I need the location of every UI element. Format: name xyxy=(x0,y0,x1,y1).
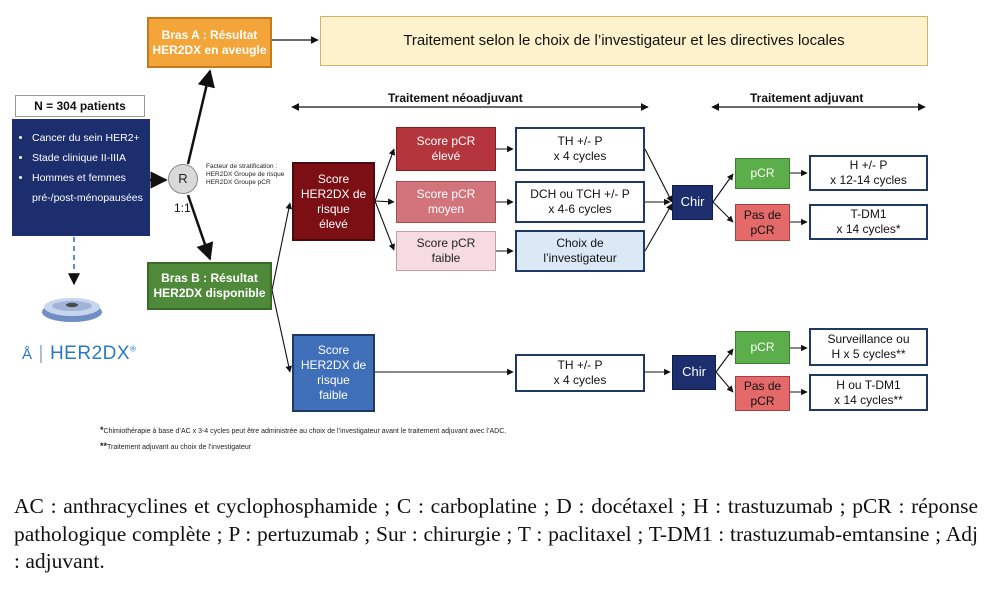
high-risk-box: Score HER2DX de risque élevé xyxy=(292,162,375,241)
pcr-box-high: pCR xyxy=(735,158,790,189)
adjuvant-h-box: H +/- P x 12-14 cycles xyxy=(809,155,928,191)
her2dx-logo: Å|HER2DX® xyxy=(22,343,137,364)
abbreviations-legend: AC : anthracyclines et cyclophosphamide … xyxy=(14,494,978,574)
criterion-her2: Cancer du sein HER2+ xyxy=(32,132,144,145)
pcr-score-low-box: Score pCR faible xyxy=(396,231,496,271)
arm-a-treatment-box: Traitement selon le choix de l’investiga… xyxy=(320,16,928,66)
r-to-arm-b-arrow xyxy=(186,194,214,261)
adjuvant-tdm1-box: T-DM1 x 14 cycles* xyxy=(809,204,928,240)
high-to-pcr-high xyxy=(374,148,396,202)
flow-connectors xyxy=(68,36,926,396)
chir-to-pcr-low xyxy=(715,348,734,373)
randomization-ratio: 1:1 xyxy=(174,201,191,215)
stratification-note: Facteur de stratification : HER2DX Group… xyxy=(206,163,285,187)
adjuvant-header: Traitement adjuvant xyxy=(750,91,864,105)
logo-mark-icon: Å xyxy=(22,346,33,363)
criterion-stage: Stade clinique II-IIIA xyxy=(32,152,144,165)
treatment-dch-box: DCH ou TCH +/- P x 4-6 cycles xyxy=(515,181,645,223)
high-to-pcr-low xyxy=(374,200,395,251)
criterion-sex: Hommes et femmes xyxy=(32,172,144,185)
adjuvant-surveillance-box: Surveillance ou H x 5 cycles** xyxy=(809,328,928,366)
low-risk-box: Score HER2DX de risque faible xyxy=(292,334,375,412)
pcr-score-moderate-box: Score pCR moyen xyxy=(396,181,496,223)
footnote-2: **Traitement adjuvant au choix de l’inve… xyxy=(100,441,252,451)
treatment-th-box: TH +/- P x 4 cycles xyxy=(515,127,645,171)
criterion-menopause: pré-/post-ménopausées xyxy=(32,192,143,205)
chir-to-nopcr-low xyxy=(715,371,734,393)
adjuvant-h-tdm1-box: H ou T-DM1 x 14 cycles** xyxy=(809,374,928,411)
surgery-box-low: Chir xyxy=(672,355,716,390)
arm-b-to-high-arrow xyxy=(271,202,293,291)
treatment-investigator-box: Choix de l’investigateur xyxy=(515,230,645,272)
neoadjuvant-header: Traitement néoadjuvant xyxy=(388,91,523,105)
surgery-box-high: Chir xyxy=(672,185,713,220)
pcr-score-high-box: Score pCR élevé xyxy=(396,127,496,171)
treatment-th-low-box: TH +/- P x 4 cycles xyxy=(515,354,645,392)
patient-count: N = 304 patients xyxy=(15,95,145,117)
r-to-arm-a-arrow xyxy=(186,69,215,165)
no-pcr-box-high: Pas de pCR xyxy=(735,204,790,241)
arm-a-box: Bras A : Résultat HER2DX en aveugle xyxy=(147,17,272,68)
treat-high-to-chir xyxy=(644,148,673,203)
inclusion-criteria-box: Cancer du sein HER2+ Stade clinique II-I… xyxy=(12,119,150,236)
pcr-box-low: pCR xyxy=(735,331,790,364)
no-pcr-box-low: Pas de pCR xyxy=(735,376,790,411)
arm-b-to-low-arrow xyxy=(271,289,292,373)
chir-to-pcr-top xyxy=(712,173,734,203)
test-device-image xyxy=(42,298,102,322)
arm-b-box: Bras B : Résultat HER2DX disponible xyxy=(147,262,272,310)
randomization-circle: R xyxy=(168,164,198,194)
high-to-pcr-mod xyxy=(374,198,395,205)
chir-to-nopcr-top xyxy=(712,201,734,223)
footnote-1: *Chimiothérapie à base d’AC x 3-4 cycles… xyxy=(100,425,507,435)
treat-low-to-chir xyxy=(644,203,673,252)
